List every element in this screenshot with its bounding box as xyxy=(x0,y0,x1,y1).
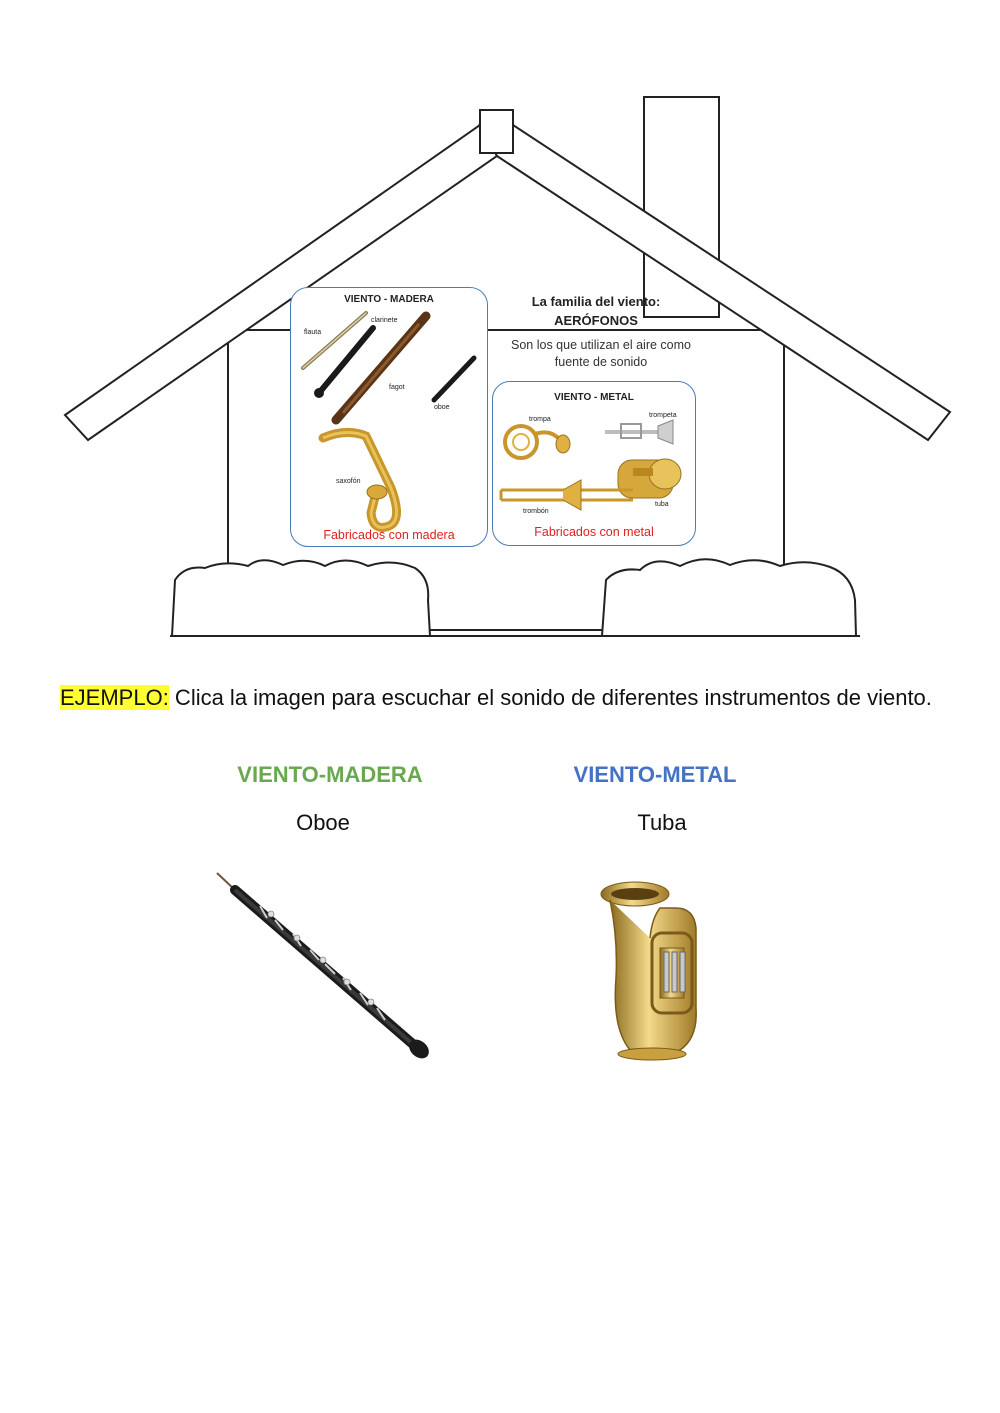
french-horn-icon xyxy=(503,424,571,460)
oboe-icon xyxy=(216,872,429,1059)
bush-right xyxy=(600,558,858,637)
metal-caption: Fabricados con metal xyxy=(534,525,654,539)
madera-panel: VIENTO - MADERA flauta clarinete fagot o… xyxy=(290,287,488,547)
bush-left xyxy=(170,559,432,637)
saxophone-icon xyxy=(318,428,401,532)
oboe-image-button[interactable] xyxy=(205,868,445,1068)
trombone-icon xyxy=(499,479,633,511)
metal-panel-title: VIENTO - METAL xyxy=(554,392,634,403)
metal-panel: VIENTO - METAL trompa trompeta trombón t… xyxy=(492,381,696,546)
flute-icon xyxy=(301,311,368,370)
label-oboe: oboe xyxy=(434,404,450,411)
label-trombon: trombón xyxy=(523,508,549,515)
instrument-name-tuba: Tuba xyxy=(637,810,687,835)
aerophones-subtitle: AERÓFONOS xyxy=(554,313,638,328)
aerophones-title: La familia del viento: xyxy=(531,294,661,309)
label-trompeta: trompeta xyxy=(649,412,677,419)
instructions-paragraph: EJEMPLO: Clica la imagen para escuchar e… xyxy=(60,682,962,714)
trumpet-icon xyxy=(605,419,674,445)
label-fagot: fagot xyxy=(389,384,405,391)
clarinet-icon xyxy=(314,325,376,398)
tuba-small-icon xyxy=(617,458,682,499)
madera-instruments-illustration xyxy=(301,311,477,532)
heading-viento-metal: VIENTO-METAL xyxy=(573,762,737,787)
label-clarinete: clarinete xyxy=(371,317,398,324)
label-tuba: tuba xyxy=(655,501,669,508)
instructions-text: Clica la imagen para escuchar el sonido … xyxy=(168,685,932,710)
heading-viento-madera: VIENTO-MADERA xyxy=(237,762,423,787)
madera-caption: Fabricados con madera xyxy=(323,528,455,542)
roof-vent xyxy=(479,109,514,154)
label-saxofon: saxofón xyxy=(336,478,361,485)
label-flauta: flauta xyxy=(304,329,322,336)
aerophones-description: Son los que utilizan el aire como fuente… xyxy=(511,338,691,369)
instrument-name-oboe: Oboe xyxy=(296,810,350,835)
metal-instruments-illustration xyxy=(499,419,682,511)
tuba-image-button[interactable] xyxy=(590,878,725,1063)
oboe-small-icon xyxy=(431,355,477,403)
label-trompa: trompa xyxy=(529,416,551,423)
house-drawing xyxy=(63,96,952,637)
madera-panel-title: VIENTO - MADERA xyxy=(344,294,434,305)
example-label: EJEMPLO: xyxy=(60,685,169,710)
tuba-icon xyxy=(600,881,697,1061)
bassoon-icon xyxy=(331,311,431,425)
